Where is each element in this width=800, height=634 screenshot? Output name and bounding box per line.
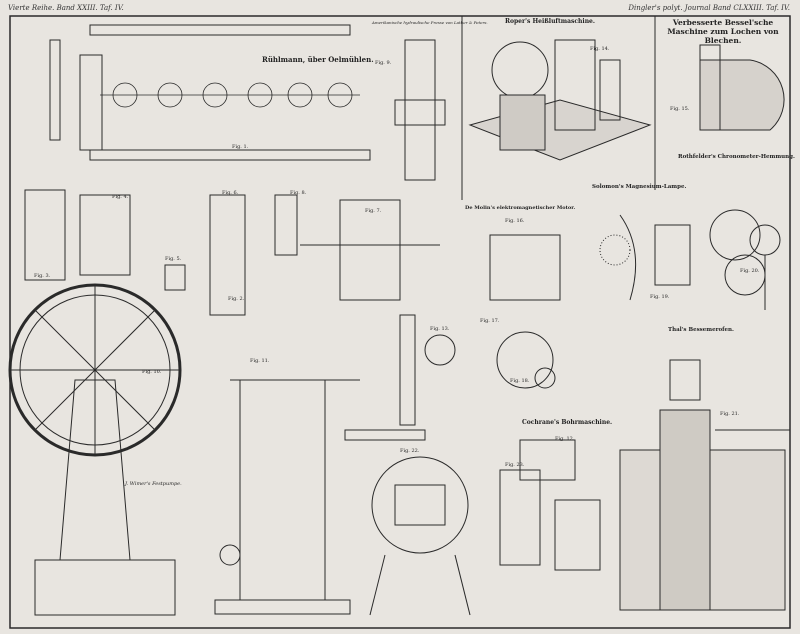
title-presse: Amerikanische hydraulische Presse von La… xyxy=(371,20,488,25)
fig-label: Fig. 13. xyxy=(430,326,450,332)
oil-mill-drawing xyxy=(49,24,371,161)
bessemer-furnace-drawing xyxy=(619,359,790,611)
fig-label: Fig. 22. xyxy=(400,448,420,454)
title-chronometer: Rothfelder's Chronometer-Hemmung. xyxy=(678,154,795,160)
fig-label: Fig. 17. xyxy=(480,318,500,324)
fig-label: Fig. 6. xyxy=(222,190,239,196)
fig-label: Fig. 12. xyxy=(555,436,575,442)
title-lochen: Verbesserte Bessel'sche Maschine zum Loc… xyxy=(667,18,779,45)
roper-engine-drawing xyxy=(468,39,652,161)
fig-label: Fig. 1. xyxy=(232,144,249,150)
title-magnesium: Solomon's Magnesium-Lampe. xyxy=(592,184,686,190)
engine-fig11-drawing xyxy=(214,379,360,615)
fig-label: Fig. 5. xyxy=(165,256,182,262)
title-pumpe: J. Wimer's Festpumpe. xyxy=(124,481,182,487)
flywheel-pump-drawing xyxy=(8,283,182,616)
fig-label: Fig. 4. xyxy=(112,194,129,200)
fig-label: Fig. 10. xyxy=(142,369,162,375)
fig-label: Fig. 7. xyxy=(365,208,382,214)
title-oelmuehlen: Rühlmann, über Oelmühlen. xyxy=(262,55,374,64)
motor-drawing xyxy=(489,234,561,389)
fig-label: Fig. 15. xyxy=(670,106,690,112)
magnesium-lamp-drawing xyxy=(599,214,691,301)
title-motor: De Molin's elektromagnetischer Motor. xyxy=(465,205,575,211)
title-bessemer: Thal's Bessemerofen. xyxy=(668,327,734,333)
fig-label: Fig. 18. xyxy=(510,378,530,384)
fig-label: Fig. 11. xyxy=(250,358,270,364)
figure-labels: Fig. 1. Fig. 2. Fig. 3. Fig. 4. Fig. 5. … xyxy=(34,46,760,468)
fig-label: Fig. 23. xyxy=(505,462,525,468)
fig-label: Fig. 19. xyxy=(650,294,670,300)
title-bohr: Cochrane's Bohrmaschine. xyxy=(522,419,612,426)
chronometer-drawing xyxy=(709,209,781,310)
fig-label: Fig. 20. xyxy=(740,268,760,274)
fig-label: Fig. 2. xyxy=(228,296,245,302)
plate-border xyxy=(9,15,791,629)
fig-label: Fig. 8. xyxy=(290,190,307,196)
fig-label: Fig. 14. xyxy=(590,46,610,52)
plate-header-left: Vierte Reihe. Band XXIII. Taf. IV. xyxy=(8,4,124,12)
fig-label: Fig. 3. xyxy=(34,273,51,279)
fig-label: Fig. 9. xyxy=(375,60,392,66)
punching-machine-drawing xyxy=(699,44,785,131)
press-drawing xyxy=(394,39,446,181)
fig-label: Fig. 21. xyxy=(720,411,740,417)
fig-label: Fig. 16. xyxy=(505,218,525,224)
mechanism-drawings xyxy=(24,189,440,316)
title-roper: Roper's Heißluftmaschine. xyxy=(505,18,595,25)
plate-header-right: Dingler's polyt. Journal Band CLXXIII. T… xyxy=(628,4,790,12)
cochrane-drill-drawing xyxy=(499,439,601,571)
boring-drawing xyxy=(344,314,471,616)
